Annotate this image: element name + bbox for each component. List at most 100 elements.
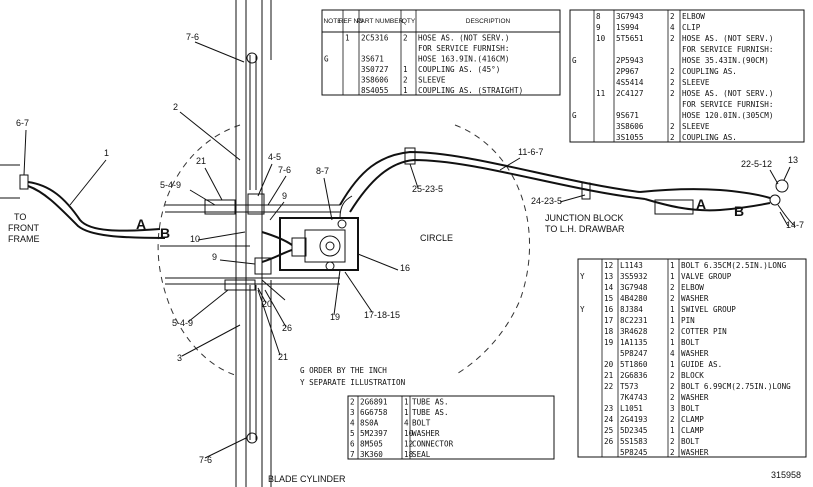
table-cell-desc: COUPLING AS. (STRAIGHT): [418, 86, 523, 95]
table-cell-part: 5T1860: [620, 360, 648, 369]
table-cell-qty: 2: [403, 34, 408, 43]
table-cell-qty: 2: [403, 76, 408, 85]
table-cell-part: 3S8606: [616, 122, 644, 131]
table-cell-part: 3S0727: [361, 65, 388, 74]
callout-c25: 3: [177, 353, 182, 363]
table-cell-part: 6G6758: [360, 408, 388, 417]
table-cell-ref: 14: [604, 283, 614, 292]
table-cell-qty: 4: [404, 419, 409, 428]
table-cell-desc: BLOCK: [681, 371, 704, 380]
table-cell-desc: HOSE 35.43IN.(90CM): [682, 56, 769, 65]
table-cell-qty: 2: [670, 371, 675, 380]
connection-label-b1: B: [160, 225, 170, 241]
table-frame: [347, 395, 555, 460]
blade-cylinder-label: BLADE CYLINDER: [268, 474, 346, 484]
table-cell-part: 7K4743: [620, 393, 647, 402]
table-cell-qty: 1: [670, 305, 675, 314]
table-cell-qty: 1: [404, 408, 409, 417]
table-header: QTY: [402, 18, 416, 25]
table-cell-ref: 20: [604, 360, 614, 369]
table-cell-desc: CONNECTOR: [412, 440, 454, 449]
table-cell-qty: 2: [670, 448, 675, 457]
table-cell-desc: SEAL: [412, 450, 431, 459]
table-header: DESCRIPTION: [466, 18, 511, 25]
table-cell-desc: TUBE AS.: [412, 398, 449, 407]
table-cell-qty: 2: [670, 294, 675, 303]
callout-c19: 14-7: [786, 220, 804, 230]
table-cell-desc: SWIVEL GROUP: [681, 305, 736, 314]
junction-hoses: [339, 147, 796, 227]
table-cell-qty: 2: [670, 437, 675, 446]
callout-c21: 20: [262, 299, 272, 309]
table-cell-desc: HOSE 163.9IN.(416CM): [418, 55, 509, 64]
table-cell-qty: 2: [670, 283, 675, 292]
table-cell-ref: 24: [604, 415, 614, 424]
callout-c27: 7-6: [199, 455, 212, 465]
table-cell-qty: 1: [670, 261, 675, 270]
table-cell-ref: 6: [350, 440, 355, 449]
table-cell-ref: 25: [604, 426, 613, 435]
drawing-number: 315958: [771, 470, 801, 480]
table-cell-desc: COUPLING AS. (45°): [418, 65, 500, 74]
table-cell-desc: WASHER: [681, 349, 709, 358]
table-cell-part: 3G7948: [620, 283, 648, 292]
table-cell-desc: BOLT 6.35CM(2.5IN.)LONG: [681, 261, 787, 270]
table-cell-part: 8S0A: [360, 419, 379, 428]
table-cell-note: Y: [580, 272, 585, 281]
table-cell-desc: COUPLING AS.: [682, 67, 737, 76]
table-cell-part: 3S1055: [616, 133, 643, 142]
table-cell-part: 3R4628: [620, 327, 648, 336]
table-cell-desc: BOLT 6.99CM(2.75IN.)LONG: [681, 382, 791, 391]
table-cell-desc: SLEEVE: [418, 76, 446, 85]
table-cell-desc: HOSE AS. (NOT SERV.): [682, 89, 773, 98]
table-cell-part: 2G6836: [620, 371, 648, 380]
table-cell-part: 1S994: [616, 23, 639, 32]
table-cell-note: G: [572, 111, 577, 120]
table-cell-part: 2C5316: [361, 34, 389, 43]
table-cell-qty: 12: [404, 440, 413, 449]
table-cell-ref: 12: [604, 261, 613, 270]
table-cell-desc: FOR SERVICE FURNISH:: [418, 44, 509, 53]
table-cell-desc: FOR SERVICE FURNISH:: [682, 45, 773, 54]
table-cell-qty: 1: [670, 316, 675, 325]
table-cell-part: 5T5651: [616, 34, 644, 43]
table-cell-ref: 2: [350, 398, 355, 407]
table-cell-note: Y: [580, 305, 585, 314]
table-cell-desc: FOR SERVICE FURNISH:: [682, 100, 773, 109]
table-cell-part: L1051: [620, 404, 643, 413]
table-cell-part: 2C4127: [616, 89, 643, 98]
table-cell-ref: 1: [345, 34, 350, 43]
table-cell-part: 8J384: [620, 305, 643, 314]
table-cell-part: 8C2231: [620, 316, 648, 325]
table-cell-note: G: [324, 55, 329, 64]
table-cell-desc: VALVE GROUP: [681, 272, 732, 281]
valve-block: [261, 195, 359, 271]
table-cell-part: 5D2345: [620, 426, 647, 435]
table-cell-qty: 2: [670, 393, 675, 402]
table-cell-desc: BOLT: [681, 338, 700, 347]
table-cell-desc: HOSE 120.0IN.(305CM): [682, 111, 773, 120]
table-cell-part: 8S4055: [361, 86, 388, 95]
table-cell-ref: 15: [604, 294, 613, 303]
table-cell-desc: WASHER: [681, 294, 709, 303]
table-cell-qty: 1: [404, 398, 409, 407]
table-cell-part: 2P5943: [616, 56, 643, 65]
table-cell-desc: WASHER: [681, 448, 709, 457]
to-front-frame-line1: TO: [14, 212, 26, 222]
callout-c13: 16: [400, 263, 410, 273]
table-cell-desc: COTTER PIN: [681, 327, 727, 336]
callout-c1: 7-6: [186, 32, 199, 42]
table-cell-part: 5S1583: [620, 437, 647, 446]
table-cell-desc: WASHER: [681, 393, 709, 402]
blade-cylinder-column: [235, 0, 272, 487]
callout-c23: 19: [330, 312, 340, 322]
callout-c4: 1: [104, 148, 109, 158]
table-cell-ref: 17: [604, 316, 613, 325]
table-cell-part: 2G6891: [360, 398, 388, 407]
table-cell-qty: 2: [670, 415, 675, 424]
table-cell-ref: 11: [596, 89, 606, 98]
table-cell-part: 3S8606: [361, 76, 389, 85]
table-cell-ref: 9: [596, 23, 601, 32]
